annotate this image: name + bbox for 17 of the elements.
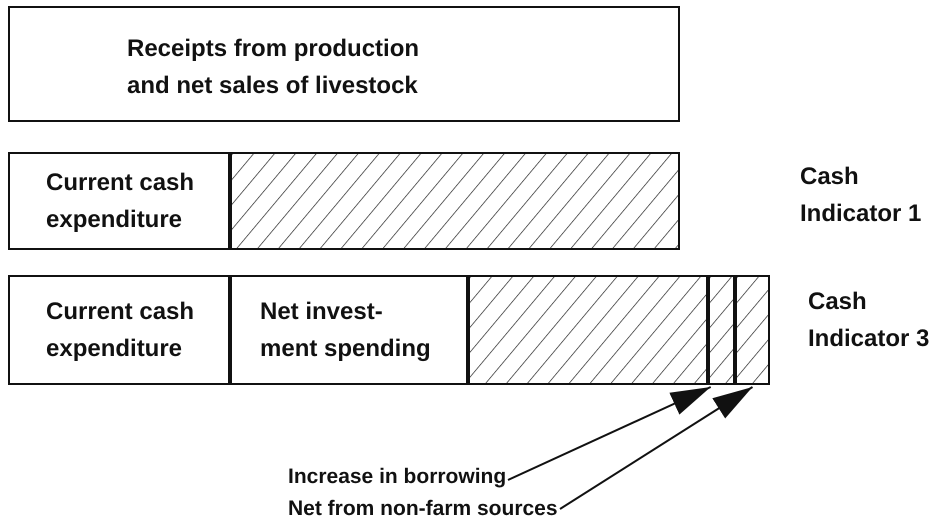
- segment-text: Receipts from production and net sales of livestock: [127, 34, 420, 101]
- segment-text: Current cash expenditure: [46, 297, 196, 364]
- indicator-label: Cash Indicator 3: [808, 287, 930, 354]
- leader-arrow: [559, 386, 754, 510]
- hatched-bar-segment: [468, 275, 708, 385]
- segment-text: Net invest- ment spending: [260, 297, 432, 364]
- bar-segment: [230, 275, 468, 385]
- hatched-bar-segment: [230, 152, 680, 250]
- segment-text: Increase in borrowing: [288, 464, 508, 490]
- indicator-label: Cash Indicator 1: [800, 162, 922, 229]
- bar-segment: [8, 275, 230, 385]
- hatched-bar-segment: [735, 275, 770, 385]
- segment-text: Net from non-farm sources: [288, 496, 559, 522]
- bar-segment: [8, 6, 680, 122]
- hatched-bar-segment: [708, 275, 735, 385]
- segment-text: Current cash expenditure: [46, 168, 196, 235]
- bar-segment: [8, 152, 230, 250]
